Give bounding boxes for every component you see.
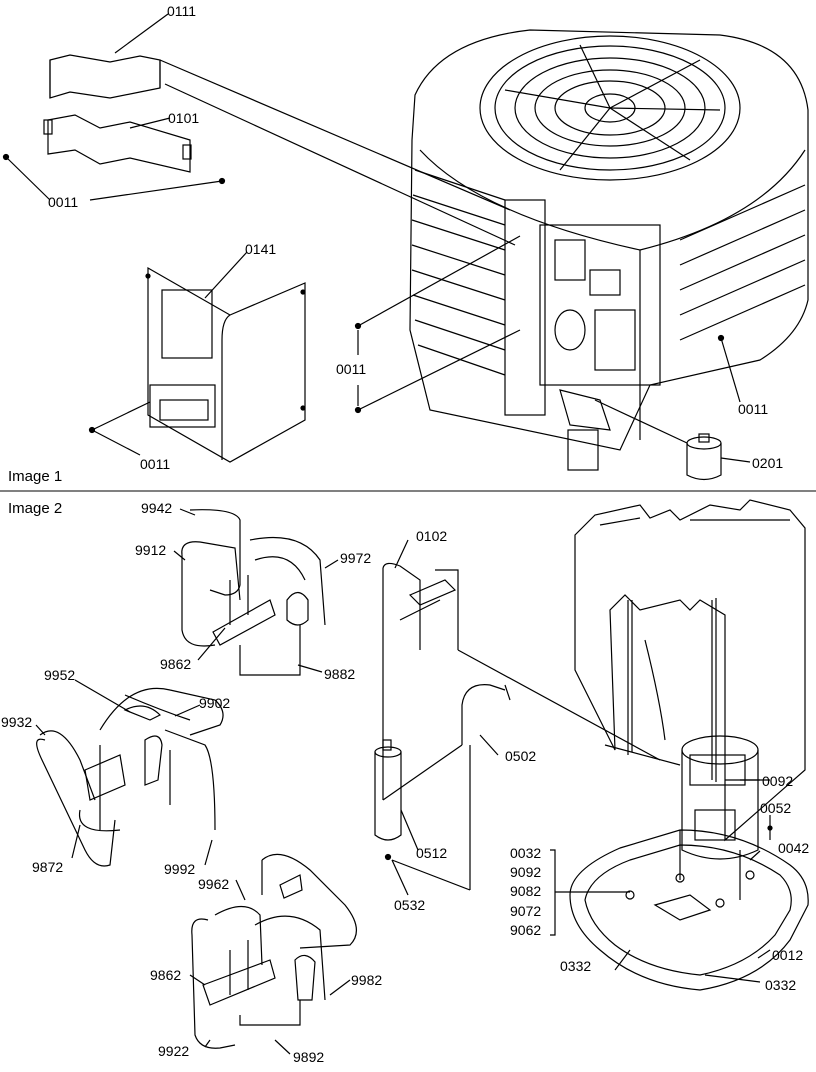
image-1-section xyxy=(2,13,809,481)
part-label-0011: 0011 xyxy=(140,456,170,472)
tubing-assembly-bottom-drawing xyxy=(191,853,357,1049)
part-number-labels: 0111 0101 0011 0141 0011 0011 0011 0201 … xyxy=(1,3,809,1065)
part-label-0101: 0101 xyxy=(168,110,199,126)
part-label-0111: 0111 xyxy=(167,3,196,19)
part-label-9962: 9962 xyxy=(198,876,229,892)
condenser-unit-drawing xyxy=(409,29,809,471)
part-label-0052: 0052 xyxy=(760,800,791,816)
part-label-0502: 0502 xyxy=(505,748,536,764)
tubing-assembly-middle-drawing xyxy=(36,687,224,867)
part-label-9062: 9062 xyxy=(510,922,541,938)
part-label-0332: 0332 xyxy=(560,958,591,974)
accumulator-0201-drawing xyxy=(594,399,751,481)
part-label-9862: 9862 xyxy=(160,656,191,672)
screws-0011-top xyxy=(2,153,226,201)
part-label-9952: 9952 xyxy=(44,667,75,683)
part-label-0042: 0042 xyxy=(778,840,809,856)
screws-0011-middle xyxy=(354,235,521,414)
part-label-9992: 9992 xyxy=(164,861,195,877)
part-label-0032: 0032 xyxy=(510,845,541,861)
part-label-0011: 0011 xyxy=(738,401,768,417)
part-label-9982: 9982 xyxy=(351,972,382,988)
part-label-9892: 9892 xyxy=(293,1049,324,1065)
base-pan-drawing xyxy=(569,829,809,991)
part-label-0512: 0512 xyxy=(416,845,447,861)
part-label-9902: 9902 xyxy=(199,695,230,711)
image-2-section xyxy=(35,499,809,1055)
coil-0092-drawing xyxy=(574,499,806,842)
part-label-9072: 9072 xyxy=(510,903,541,919)
tube-0502-drawing xyxy=(382,684,511,801)
part-label-9972: 9972 xyxy=(340,550,371,566)
compressor-drawing xyxy=(604,735,773,860)
section-titles: Image 1 Image 2 xyxy=(8,468,62,517)
assembly-0102-drawing xyxy=(382,562,661,800)
part-label-0532: 0532 xyxy=(394,897,425,913)
part-label-9912: 9912 xyxy=(135,542,166,558)
part-label-9092: 9092 xyxy=(510,864,541,880)
part-label-0011: 0011 xyxy=(48,194,78,210)
part-label-9872: 9872 xyxy=(32,859,63,875)
tubing-assembly-top-drawing xyxy=(181,509,326,676)
part-label-9922: 9922 xyxy=(158,1043,189,1059)
accumulator-0512-drawing xyxy=(374,739,471,896)
part-label-9942: 9942 xyxy=(141,500,172,516)
part-label-0102: 0102 xyxy=(416,528,447,544)
part-label-0141: 0141 xyxy=(245,241,276,257)
screws-0011-panel xyxy=(88,401,151,456)
part-label-9082: 9082 xyxy=(510,883,541,899)
section-title-image-2: Image 2 xyxy=(8,500,62,517)
part-label-0092: 0092 xyxy=(762,773,793,789)
part-label-9882: 9882 xyxy=(324,666,355,682)
section-title-image-1: Image 1 xyxy=(8,468,62,485)
part-label-0332: 0332 xyxy=(765,977,796,993)
part-label-0201: 0201 xyxy=(752,455,783,471)
part-label-0012: 0012 xyxy=(772,947,803,963)
part-label-9862: 9862 xyxy=(150,967,181,983)
bracket-0111-drawing xyxy=(49,54,161,99)
bracket-0101-drawing xyxy=(43,114,192,173)
part-label-9932: 9932 xyxy=(1,714,32,730)
access-panel-0141-drawing xyxy=(145,266,306,463)
part-label-0011: 0011 xyxy=(336,361,366,377)
